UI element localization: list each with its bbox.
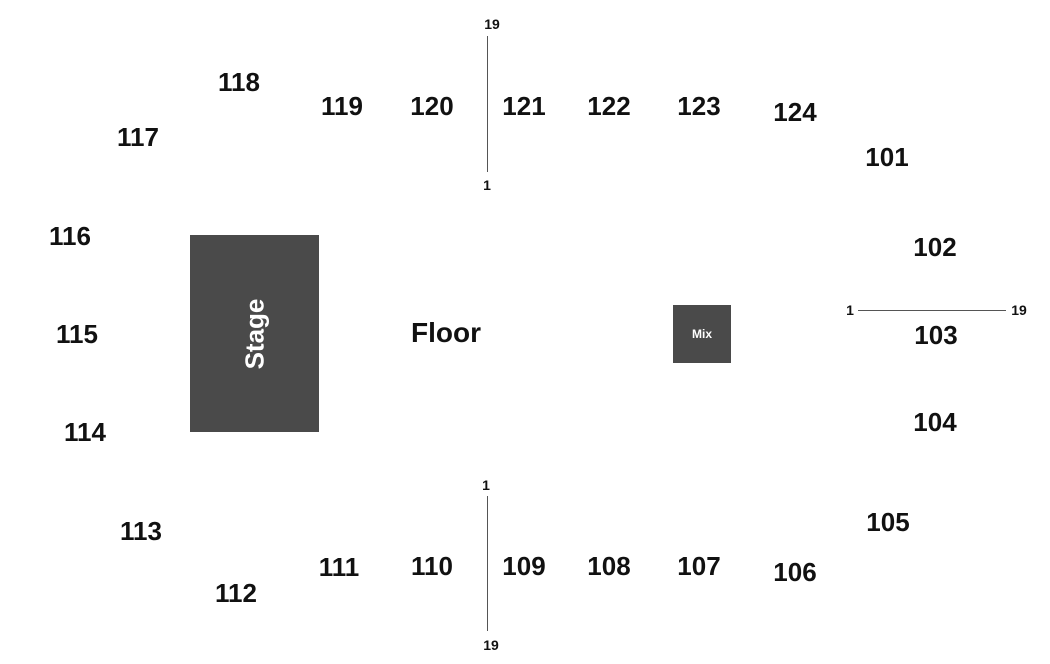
section-115[interactable]: 115: [56, 319, 98, 349]
section-120[interactable]: 120: [410, 91, 454, 121]
bottom-row-end-number: 19: [483, 637, 499, 653]
stage-label: Stage: [239, 298, 269, 369]
section-123[interactable]: 123: [677, 91, 721, 121]
section-124[interactable]: 124: [773, 97, 817, 127]
floor-section[interactable]: Floor: [411, 317, 481, 348]
section-111[interactable]: 111: [318, 552, 360, 582]
section-117[interactable]: 117: [117, 122, 159, 152]
stage-block[interactable]: Stage: [190, 235, 319, 432]
section-114[interactable]: 114: [64, 417, 106, 447]
section-105[interactable]: 105: [866, 507, 910, 537]
section-119[interactable]: 119: [321, 91, 363, 121]
top-row-start-number: 1: [483, 177, 491, 193]
top-row-indicator-line: [487, 36, 488, 172]
bottom-row-start-number: 1: [482, 477, 490, 493]
section-109[interactable]: 109: [502, 551, 546, 581]
section-106[interactable]: 106: [773, 557, 817, 587]
top-row-end-number: 19: [484, 16, 500, 32]
mix-position: Mix: [673, 305, 731, 363]
section-107[interactable]: 107: [677, 551, 721, 581]
section-113[interactable]: 113: [120, 516, 162, 546]
right-row-indicator-line: [858, 310, 1006, 311]
section-104[interactable]: 104: [913, 407, 957, 437]
section-121[interactable]: 121: [502, 91, 546, 121]
bottom-row-indicator-line: [487, 496, 488, 631]
right-row-start-number: 1: [846, 302, 854, 318]
section-116[interactable]: 116: [49, 221, 91, 251]
section-108[interactable]: 108: [587, 551, 631, 581]
section-101[interactable]: 101: [865, 142, 909, 172]
right-row-end-number: 19: [1011, 302, 1027, 318]
section-112[interactable]: 112: [215, 578, 257, 608]
section-110[interactable]: 110: [411, 551, 453, 581]
section-102[interactable]: 102: [913, 232, 957, 262]
section-118[interactable]: 118: [218, 67, 260, 97]
section-122[interactable]: 122: [587, 91, 631, 121]
section-103[interactable]: 103: [914, 320, 958, 350]
mix-label: Mix: [691, 327, 713, 341]
